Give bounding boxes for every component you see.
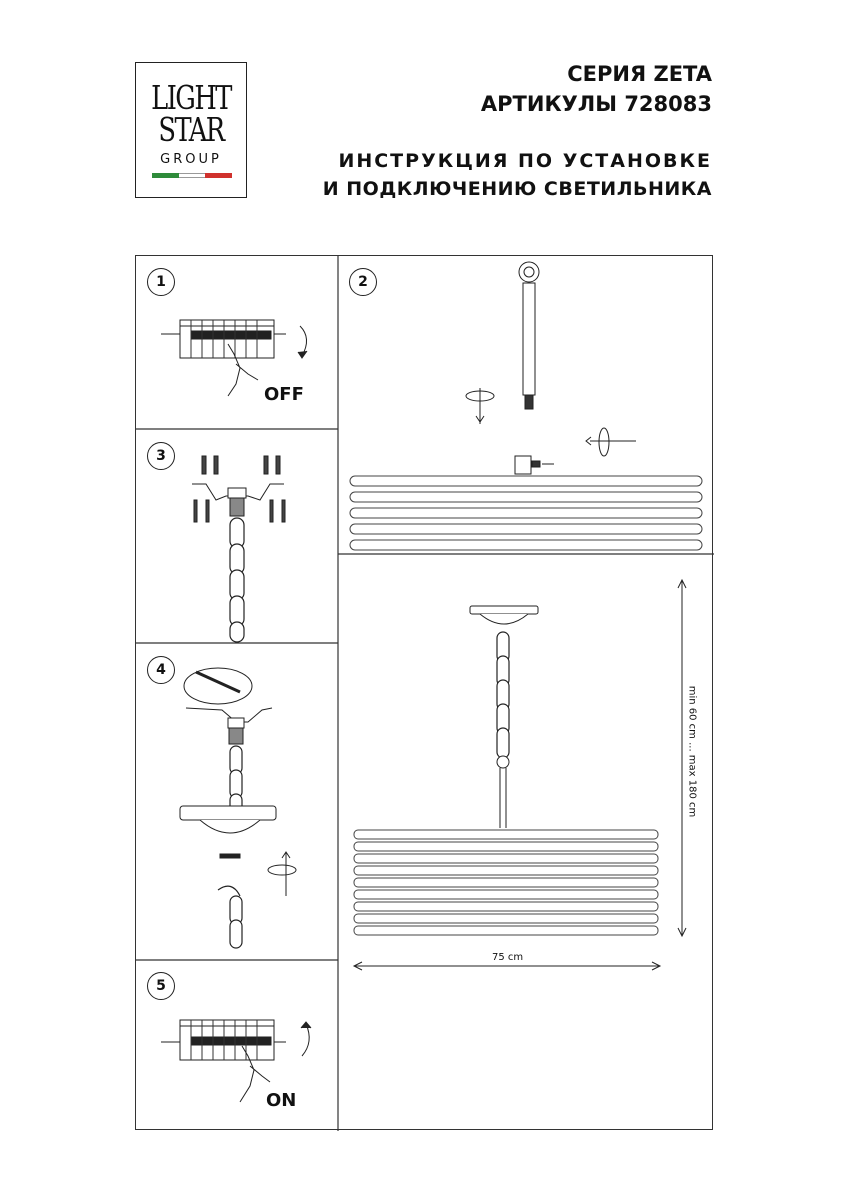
breaker-on-illustration <box>161 1019 312 1103</box>
height-dimension: min 60 cm ... max 180 cm <box>686 685 698 818</box>
step-number-2: 2 <box>349 268 377 296</box>
brand-logo: LIGHT STAR GROUP <box>135 62 247 198</box>
step-number-3: 3 <box>147 442 175 470</box>
canopy-assembly-illustration <box>179 667 297 949</box>
instruction-title-line1: ИНСТРУКЦИЯ ПО УСТАНОВКЕ <box>338 150 712 172</box>
logo-text-group: GROUP <box>160 152 222 167</box>
flag-stripe-white <box>178 173 206 178</box>
instruction-panel: 1 2 3 4 5 OFF ON min 60 cm ... max 180 c… <box>135 255 714 1131</box>
mounting-bracket-illustration <box>192 455 286 643</box>
fixture-dimensions-illustration <box>352 578 687 971</box>
instruction-title-line2: И ПОДКЛЮЧЕНИЮ СВЕТИЛЬНИКА <box>322 178 712 200</box>
italian-flag-icon <box>152 173 232 178</box>
width-dimension: 75 cm <box>492 952 524 963</box>
off-label: OFF <box>264 384 304 405</box>
flag-stripe-green <box>152 173 179 178</box>
breaker-off-illustration <box>161 319 308 397</box>
instruction-drawings <box>136 256 714 1131</box>
article-number: АРТИКУЛЫ 728083 <box>480 92 712 116</box>
logo-text-star: STAR <box>158 110 225 149</box>
logo-text-light: LIGHT <box>151 78 232 117</box>
step-number-1: 1 <box>147 268 175 296</box>
step-number-5: 5 <box>147 972 175 1000</box>
series-title: СЕРИЯ ZETA <box>567 62 712 86</box>
flag-stripe-red <box>205 173 232 178</box>
on-label: ON <box>266 1090 297 1111</box>
step-number-4: 4 <box>147 656 175 684</box>
rod-assembly-illustration <box>349 261 703 551</box>
